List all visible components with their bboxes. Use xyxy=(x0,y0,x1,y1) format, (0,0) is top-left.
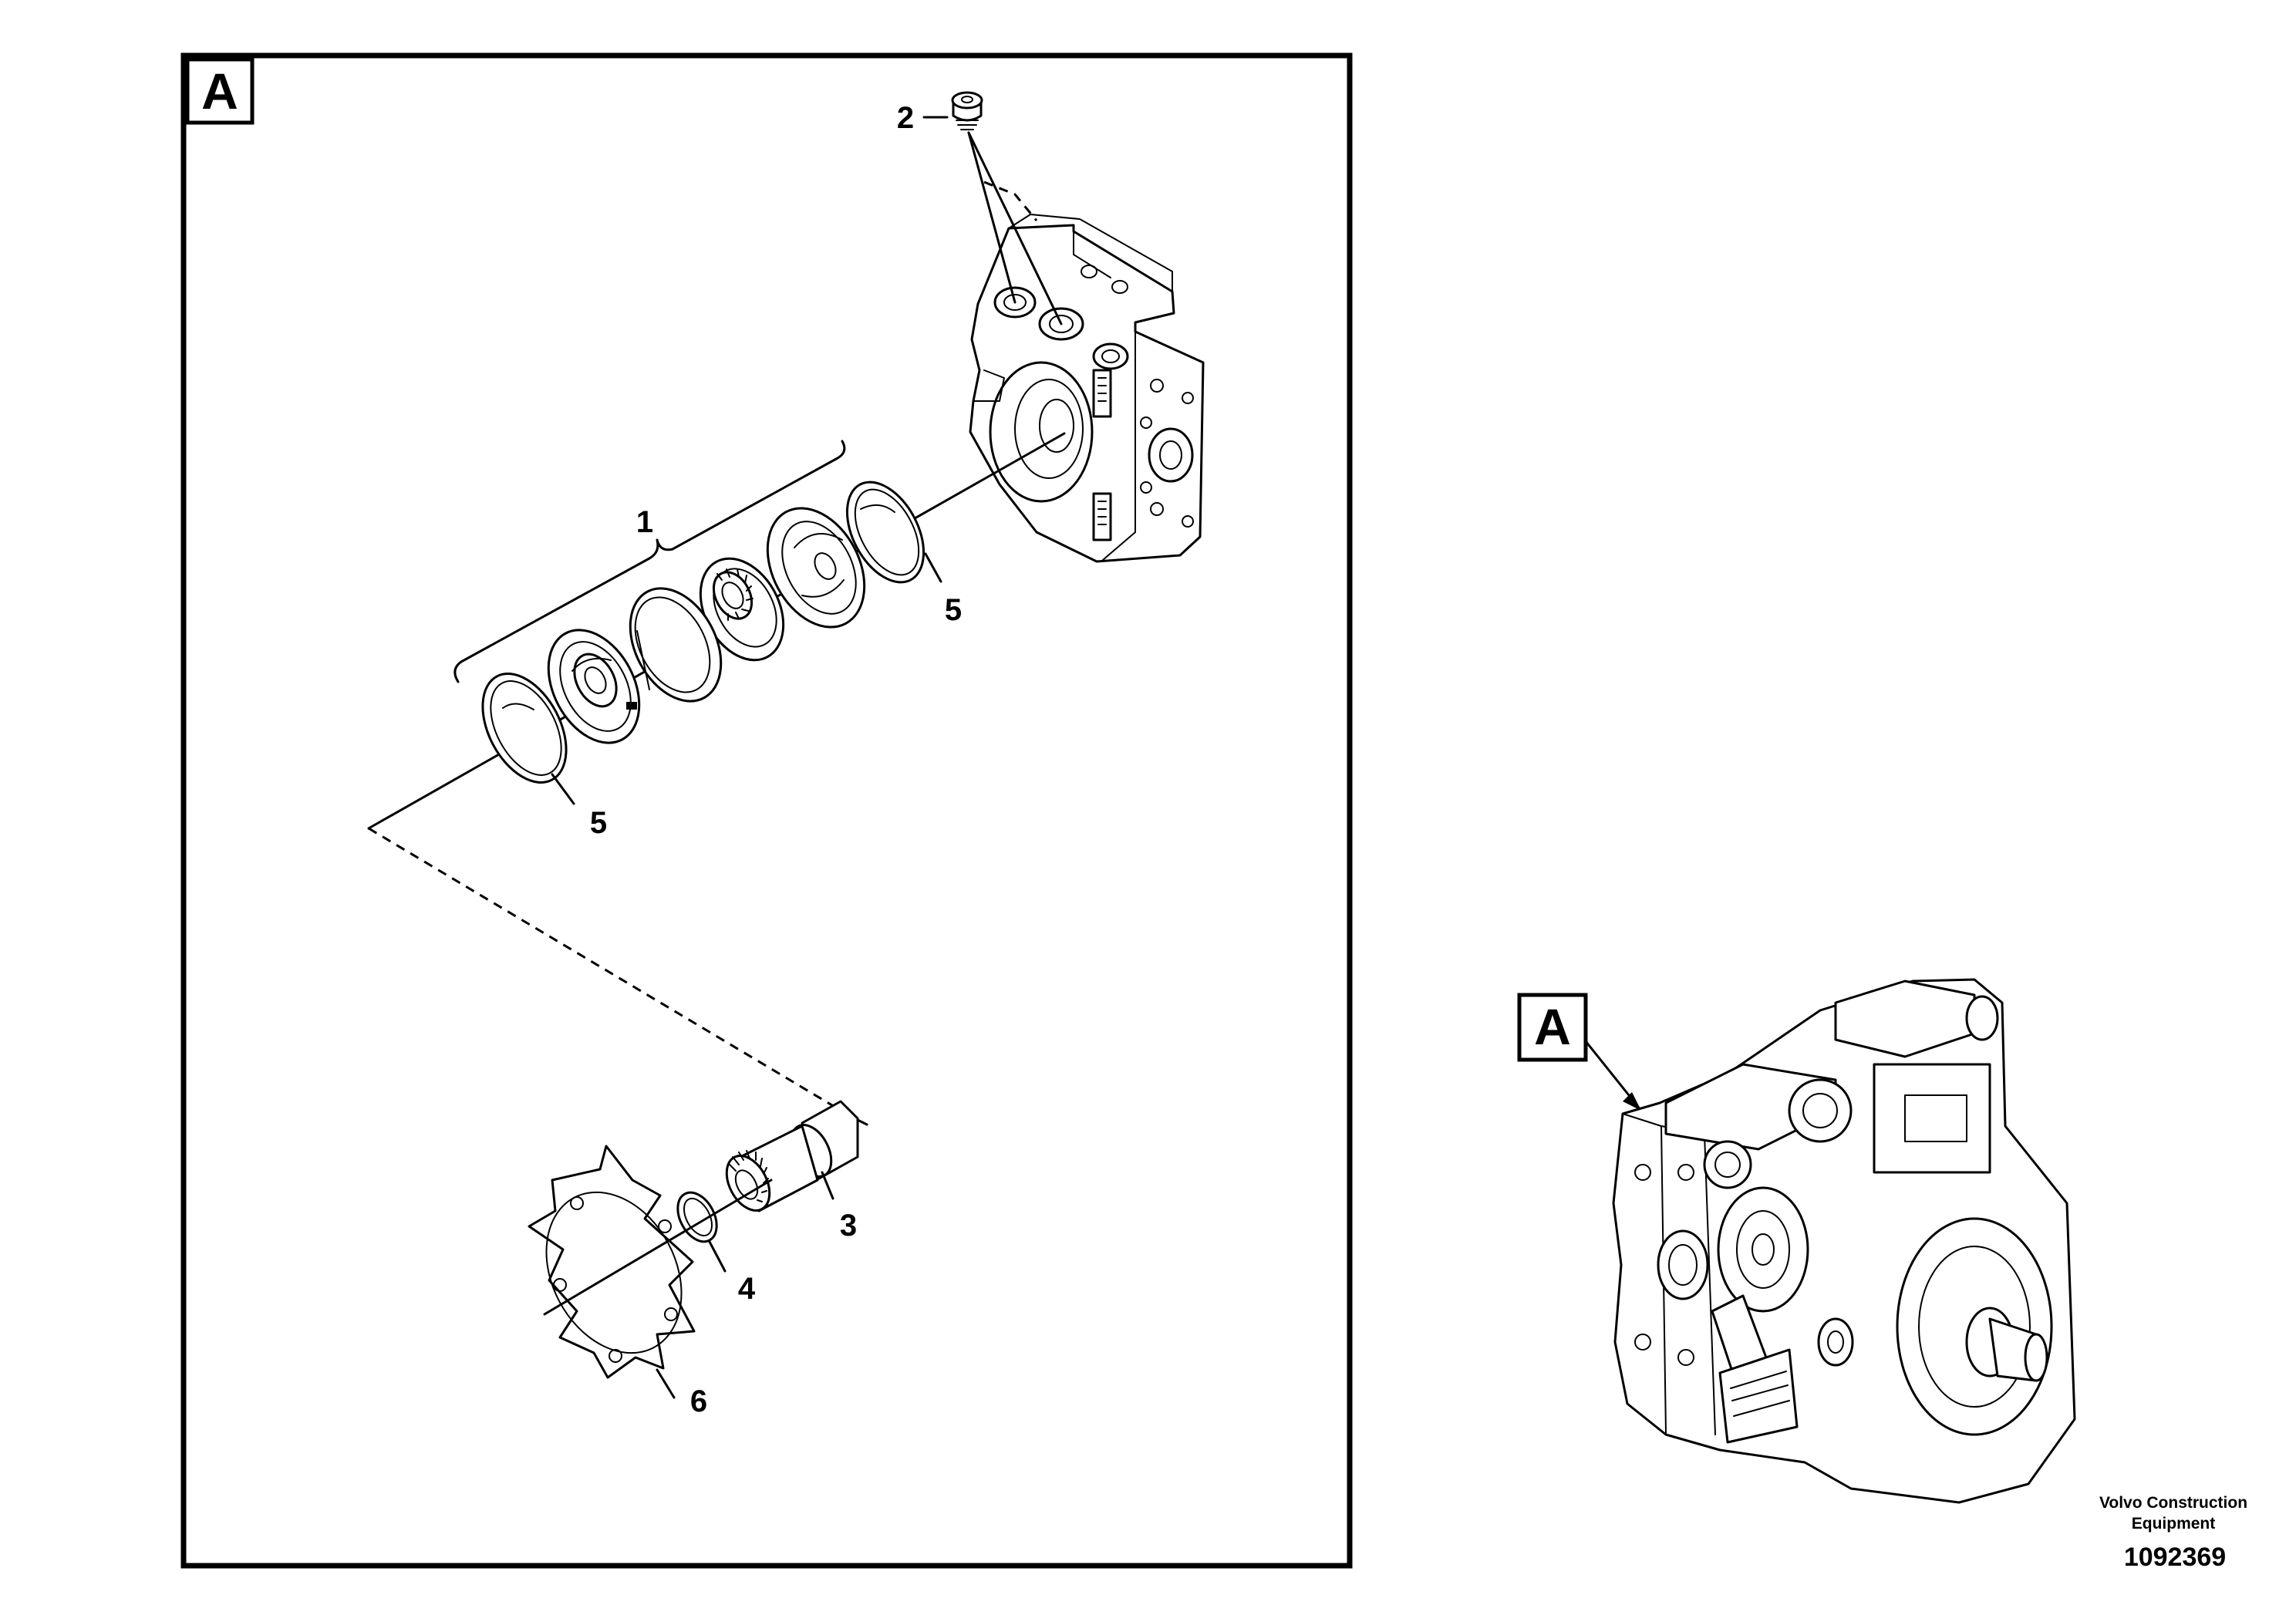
valve-plate xyxy=(766,507,866,629)
callout-2: 2 xyxy=(897,101,914,135)
lower-axis-line xyxy=(543,1179,773,1316)
publisher-footer: Volvo Construction Equipment 1092369 xyxy=(2099,1494,2247,1572)
assembly-link-dashed xyxy=(368,827,852,1118)
detail-label: A xyxy=(201,62,238,120)
retaining-ring-5-left xyxy=(481,673,568,784)
plug-part-2 xyxy=(951,91,983,130)
reference-view: A xyxy=(1517,978,2076,1504)
bearing-ring xyxy=(629,587,723,703)
callout-1: 1 xyxy=(636,505,653,539)
retaining-ring-5-right xyxy=(845,481,925,584)
gasket-part-6 xyxy=(528,1145,696,1379)
company-name-line1: Volvo Construction xyxy=(2099,1494,2247,1512)
splined-bearing xyxy=(699,557,785,662)
coupling-part-3 xyxy=(725,1100,859,1212)
thrust-plate xyxy=(547,629,641,744)
o-ring-part-4 xyxy=(676,1191,718,1243)
company-name-line2: Equipment xyxy=(2132,1515,2216,1533)
reference-label: A xyxy=(1534,998,1571,1055)
detail-frame: A xyxy=(180,52,1353,1569)
callout-5-left: 5 xyxy=(590,806,607,840)
callout-4: 4 xyxy=(738,1272,756,1306)
document-number: 1092369 xyxy=(2124,1543,2226,1572)
callout-6: 6 xyxy=(690,1384,707,1418)
callout-3: 3 xyxy=(840,1209,857,1243)
callout-5-right: 5 xyxy=(945,593,962,627)
kit-bracket xyxy=(453,440,846,683)
